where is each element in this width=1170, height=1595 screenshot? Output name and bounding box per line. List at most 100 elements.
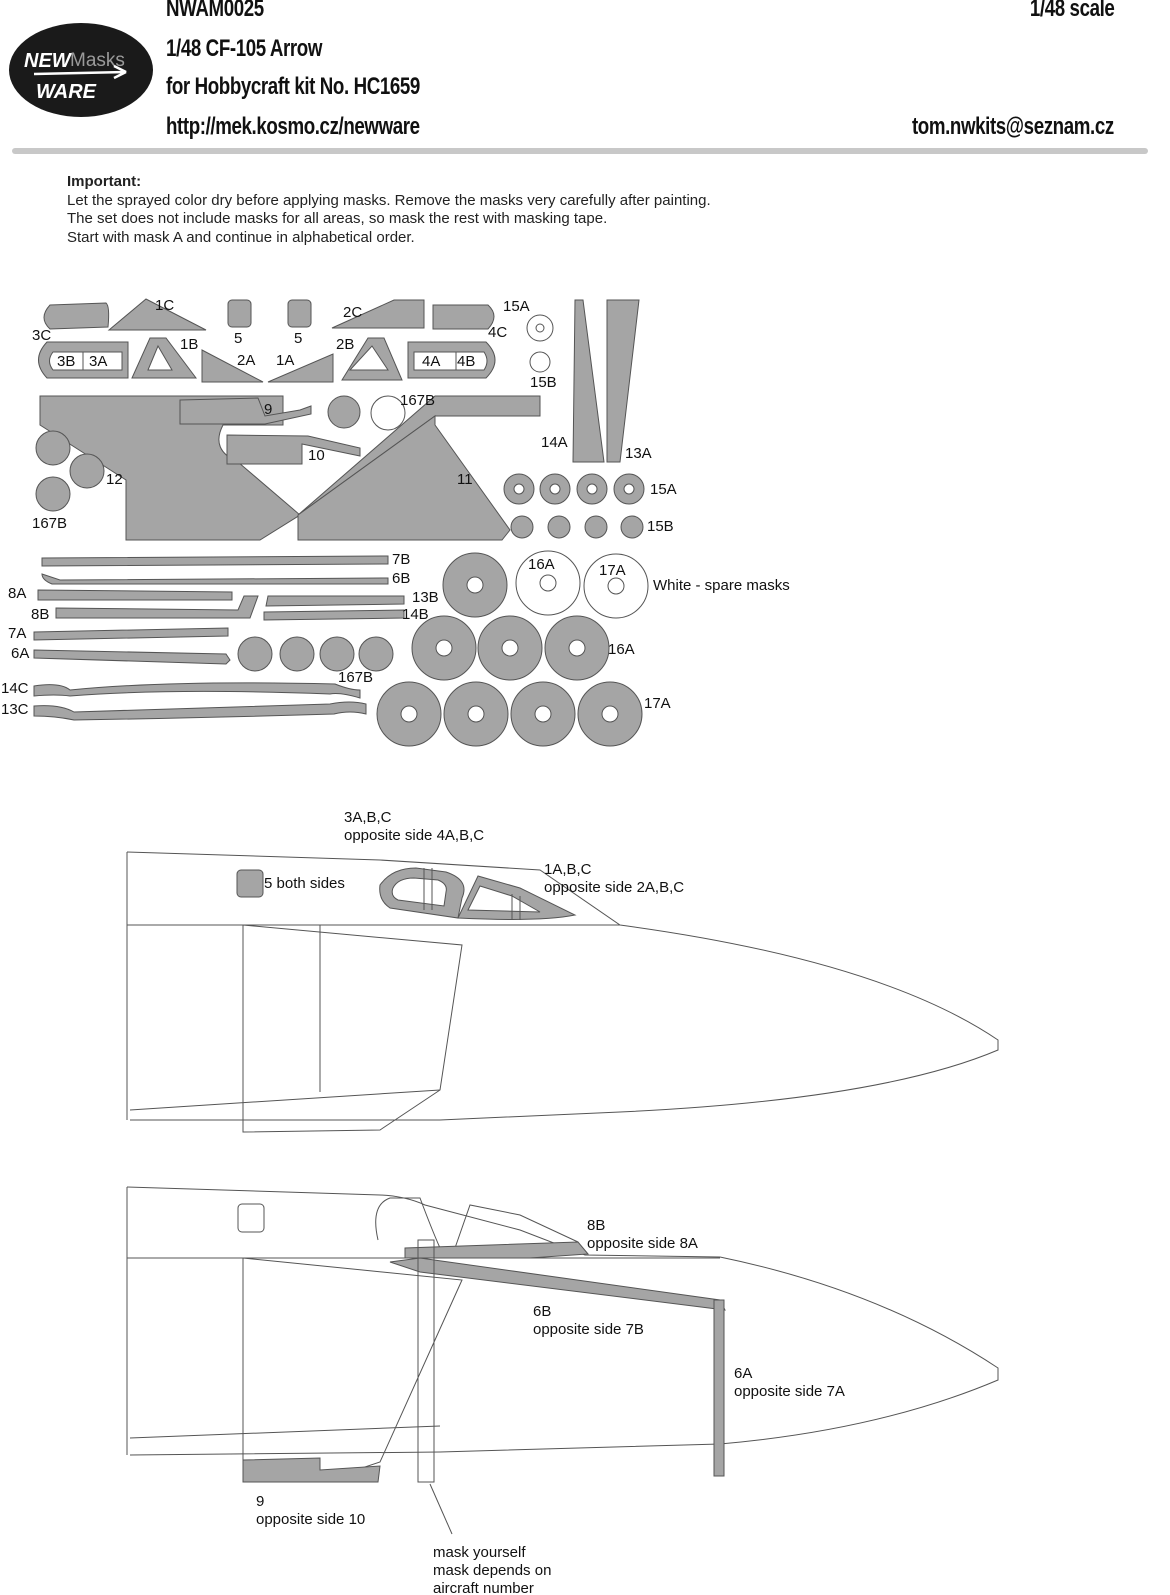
- label-1a: 1A: [276, 352, 294, 369]
- top-view-labels: 3A,B,C opposite side 4A,B,C 1A,B,C oppos…: [264, 809, 684, 896]
- scale-label: 1/48 scale: [1029, 0, 1114, 22]
- mask-167b-disc: [237, 636, 273, 672]
- mask-7a: [33, 627, 229, 641]
- logo-arrow-icon: [33, 64, 127, 80]
- mask-15b-disc: [584, 515, 608, 539]
- side-view-top: [126, 851, 999, 1133]
- label-15a: 15A: [650, 481, 677, 498]
- label-14b: 14B: [402, 606, 429, 623]
- label-4b: 4B: [457, 353, 475, 370]
- label-strip: 6B: [533, 1303, 551, 1320]
- mask-6b: [41, 573, 389, 585]
- mask-5-right: [287, 299, 312, 328]
- label-frame-opposite: opposite side 7A: [734, 1383, 845, 1400]
- notes-line: Start with mask A and continue in alphab…: [67, 228, 415, 246]
- mask-8b: [55, 595, 259, 619]
- label-16a: 16A: [528, 556, 555, 573]
- logo-text-masks: Masks: [70, 50, 125, 71]
- mask-3c: [43, 302, 110, 330]
- label-6a: 6A: [11, 645, 29, 662]
- mask-14c: [33, 682, 361, 699]
- mask-13a: [606, 299, 640, 463]
- mask-1a: [267, 353, 334, 383]
- notes-line: The set does not include masks for all a…: [67, 210, 608, 227]
- label-3a: 3A: [89, 353, 107, 370]
- label-13c: 13C: [1, 701, 29, 718]
- contact-email: tom.nwkits@seznam.cz: [912, 113, 1114, 140]
- mask-167b-disc: [279, 636, 315, 672]
- mask-10: [226, 434, 361, 465]
- mask-2c: [331, 299, 425, 329]
- mask-167b-disc: [35, 476, 71, 512]
- spare-167b: [370, 395, 406, 431]
- logo-ellipse: [9, 23, 153, 117]
- label-15b: 15B: [530, 374, 557, 391]
- fuselage-outline: [126, 851, 999, 1121]
- label-13b: 13B: [412, 589, 439, 606]
- product-code: NWAM0025: [166, 0, 264, 22]
- mask-14b: [263, 609, 405, 621]
- mask-13b: [265, 595, 405, 607]
- label-panel-5: 5 both sides: [264, 875, 345, 892]
- mask-cutouts: [49, 314, 649, 723]
- mask-15b-disc: [510, 515, 534, 539]
- mask-15b-disc: [620, 515, 644, 539]
- label-8a: 8A: [8, 585, 26, 602]
- mask-14a: [572, 299, 605, 463]
- header-divider: [12, 148, 1148, 154]
- bottom-view-labels: 8B opposite side 8A 6B opposite side 7B …: [256, 1217, 845, 1595]
- label-15a: 15A: [503, 298, 530, 315]
- mask-167b-disc: [35, 430, 71, 466]
- mask-12: [39, 395, 301, 541]
- label-6b: 6B: [392, 570, 410, 587]
- label-8b: 8B: [31, 606, 49, 623]
- label-intake: 9: [256, 1493, 264, 1510]
- label-windscreen: 1A,B,C: [544, 861, 592, 878]
- label-intake-opposite: opposite side 10: [256, 1511, 365, 1528]
- label-5: 5: [294, 330, 302, 347]
- mask-167b-disc: [319, 636, 355, 672]
- notes-title: Important:: [67, 173, 142, 190]
- mask-167b-disc: [327, 395, 361, 429]
- label-2c: 2C: [343, 304, 362, 321]
- kit-number: for Hobbycraft kit No. HC1659: [166, 73, 420, 100]
- spare-15b: [529, 351, 551, 373]
- label-14a: 14A: [541, 434, 568, 451]
- label-note: mask yourself: [433, 1544, 526, 1561]
- mask-167b-disc: [69, 453, 105, 489]
- sheet-labels: 1C 3C 5 5 2C 15A 4C 3B 3A 1B 2A 1A 2B 4A…: [1, 297, 790, 718]
- logo-text-new: NEW: [24, 50, 73, 72]
- mask-4c: [432, 304, 495, 330]
- mask-13c: [33, 701, 367, 721]
- side-view-bottom: [126, 1186, 999, 1535]
- label-2b: 2B: [336, 336, 354, 353]
- label-7b: 7B: [392, 551, 410, 568]
- mask-7b: [41, 555, 389, 567]
- label-4c: 4C: [488, 324, 507, 341]
- label-167b: 167B: [32, 515, 67, 532]
- mask-15b-disc: [547, 515, 571, 539]
- mask-1c: [107, 298, 207, 331]
- label-167b: 167B: [338, 669, 373, 686]
- label-sill: 8B: [587, 1217, 605, 1234]
- label-3b: 3B: [57, 353, 75, 370]
- label-7a: 7A: [8, 625, 26, 642]
- website-url: http://mek.kosmo.cz/newware: [166, 113, 420, 140]
- label-2a: 2A: [237, 352, 255, 369]
- label-note: aircraft number: [433, 1580, 534, 1595]
- label-1b: 1B: [180, 336, 198, 353]
- logo-text-ware: WARE: [36, 81, 97, 103]
- mask-5-left: [227, 299, 252, 328]
- mask-167b-disc: [358, 636, 394, 672]
- product-title: 1/48 CF-105 Arrow: [166, 35, 323, 62]
- mask-6a: [33, 649, 231, 665]
- label-9: 9: [264, 401, 272, 418]
- label-13a: 13A: [625, 445, 652, 462]
- label-16a: 16A: [608, 641, 635, 658]
- label-17a: 17A: [644, 695, 671, 712]
- label-11: 11: [457, 471, 473, 488]
- important-notes: Important: Let the sprayed color dry bef…: [67, 173, 711, 247]
- label-3c: 3C: [32, 327, 51, 344]
- label-windscreen-opposite: opposite side 2A,B,C: [544, 879, 684, 896]
